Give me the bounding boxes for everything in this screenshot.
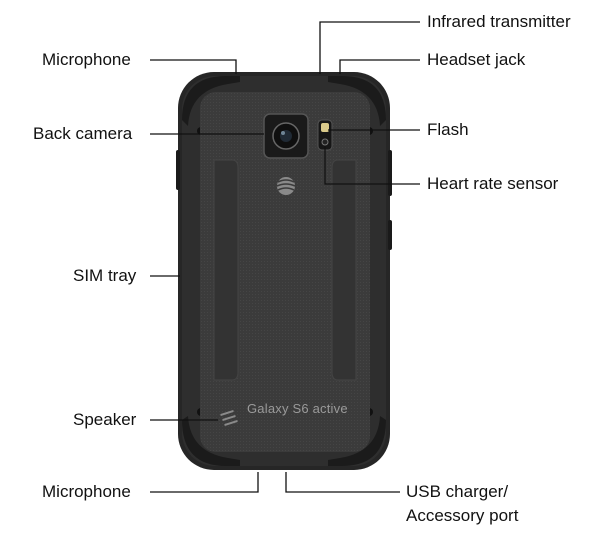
att-logo (276, 177, 296, 195)
leader-headset (339, 59, 420, 74)
back-camera (263, 113, 309, 159)
leader-usb (285, 472, 400, 493)
label-heart-rate-sensor: Heart rate sensor (427, 174, 559, 193)
leader-microphone-top (150, 59, 237, 74)
label-back-camera: Back camera (33, 124, 133, 143)
leader-heart-rate (324, 146, 420, 185)
back-panel (200, 92, 370, 452)
label-headset-jack: Headset jack (427, 50, 526, 69)
leader-lines (150, 21, 420, 493)
label-infrared-transmitter: Infrared transmitter (427, 12, 571, 31)
brand-text: Galaxy S6 active (247, 401, 348, 416)
speaker-grill (220, 410, 238, 426)
flash-and-sensor (317, 119, 333, 151)
leader-infrared (319, 21, 420, 74)
label-microphone-top: Microphone (42, 50, 131, 69)
label-speaker: Speaker (73, 410, 137, 429)
leader-microphone-bottom (150, 472, 259, 493)
label-accessory-port: Accessory port (406, 506, 519, 525)
label-sim-tray: SIM tray (73, 266, 137, 285)
label-usb-charger: USB charger/ (406, 482, 509, 501)
label-microphone-bottom: Microphone (42, 482, 131, 501)
label-flash: Flash (427, 120, 469, 139)
